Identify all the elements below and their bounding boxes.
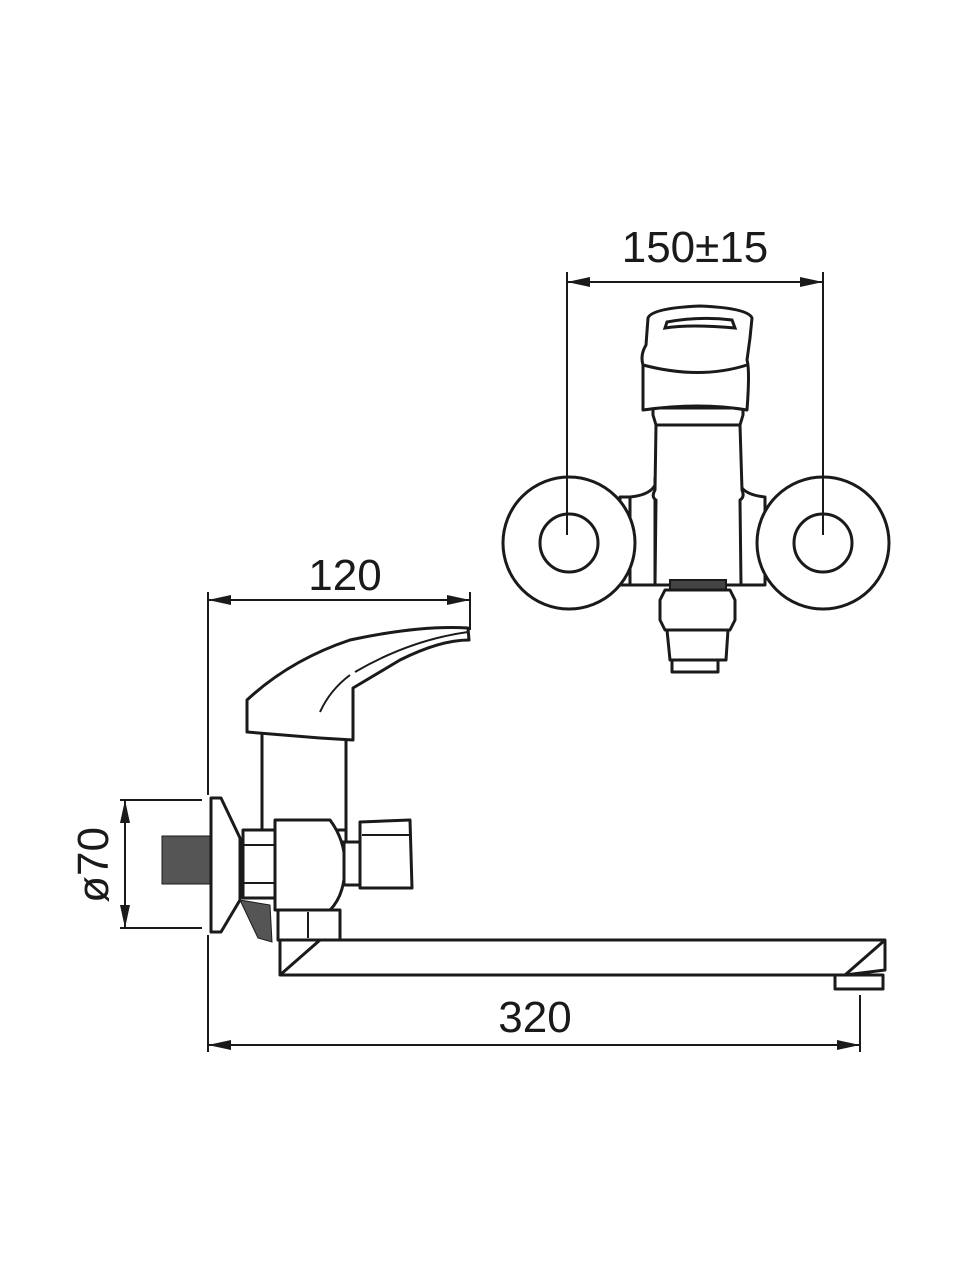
spout (278, 938, 887, 977)
side-left-nut (241, 828, 280, 900)
dimension-handle-reach: 120 (207, 551, 471, 795)
left-wall-flange (501, 475, 637, 611)
side-right-nut (358, 818, 414, 890)
front-view: 150±15 (501, 223, 891, 674)
front-handle (640, 304, 754, 412)
side-wall-flange (209, 796, 242, 934)
dimension-label-spout-length: 320 (498, 993, 571, 1042)
side-valve-block (273, 818, 347, 912)
aerator (833, 973, 885, 991)
side-view: 120 320 ø70 (69, 551, 887, 1052)
dimension-flange-diameter: ø70 (69, 799, 202, 929)
front-nut (658, 588, 737, 632)
dimension-mount-spacing: 150±15 (566, 223, 824, 540)
dimension-spout-length: 320 (207, 935, 861, 1052)
dimension-label-handle-reach: 120 (308, 551, 381, 600)
faucet-body (651, 423, 745, 587)
dimension-label-mount-spacing: 150±15 (622, 223, 769, 272)
wall-thread (161, 835, 211, 885)
dimension-label-flange-diameter: ø70 (69, 827, 118, 903)
side-handle (245, 626, 471, 742)
side-body-column (260, 728, 348, 832)
